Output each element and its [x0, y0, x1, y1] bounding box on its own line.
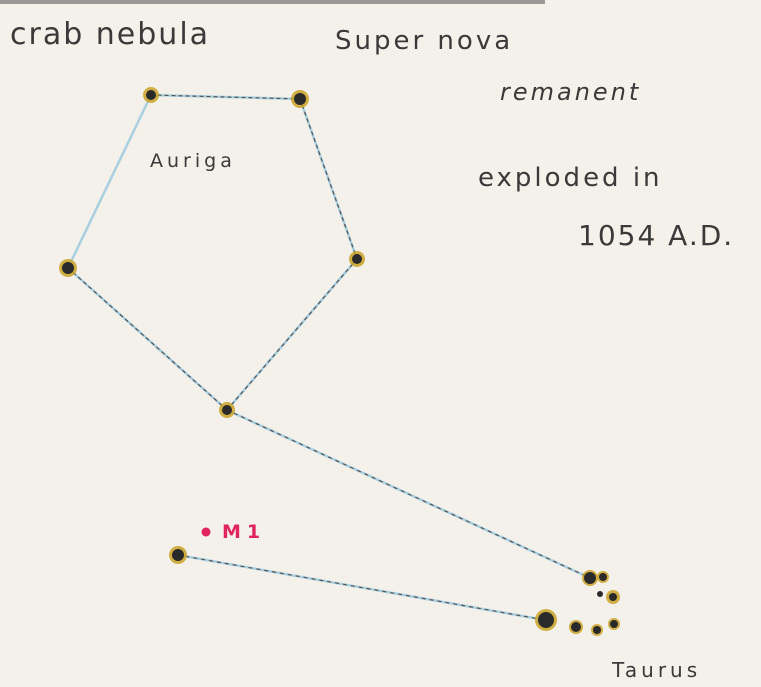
auriga-lines [66, 93, 359, 412]
star-cluster-hyades [535, 570, 620, 636]
super-nova-label: Super nova [335, 26, 514, 56]
star-auriga-right [349, 251, 365, 267]
taurus-label: Taurus [612, 658, 702, 682]
auriga-line-lower-left-dash [67, 267, 228, 411]
auriga-line-right-dash [299, 98, 358, 260]
auriga-to-taurus-dash [226, 409, 591, 579]
star-auriga-top-right [291, 90, 309, 108]
crab-nebula-label: crab nebula [10, 17, 211, 52]
stars [59, 87, 620, 636]
auriga-line-left [66, 93, 153, 270]
m1-label: M1 [222, 521, 267, 543]
taurus-lines [176, 408, 592, 622]
m1-marker [201, 527, 211, 537]
star-auriga-left [59, 259, 77, 277]
auriga-label: Auriga [150, 150, 236, 172]
star-zeta-tauri [169, 546, 187, 564]
zeta-tau-dash [177, 554, 546, 621]
auriga-line-lower-right-dash [226, 258, 358, 411]
star-auriga-bottom [219, 402, 235, 418]
year-label: 1054 A.D. [578, 219, 735, 252]
remanent-label: remanent [500, 78, 642, 106]
star-auriga-top-left [143, 87, 159, 103]
exploded-in-label: exploded in [478, 163, 663, 193]
auriga-line-top [149, 93, 302, 101]
paper-top-edge [0, 0, 545, 4]
